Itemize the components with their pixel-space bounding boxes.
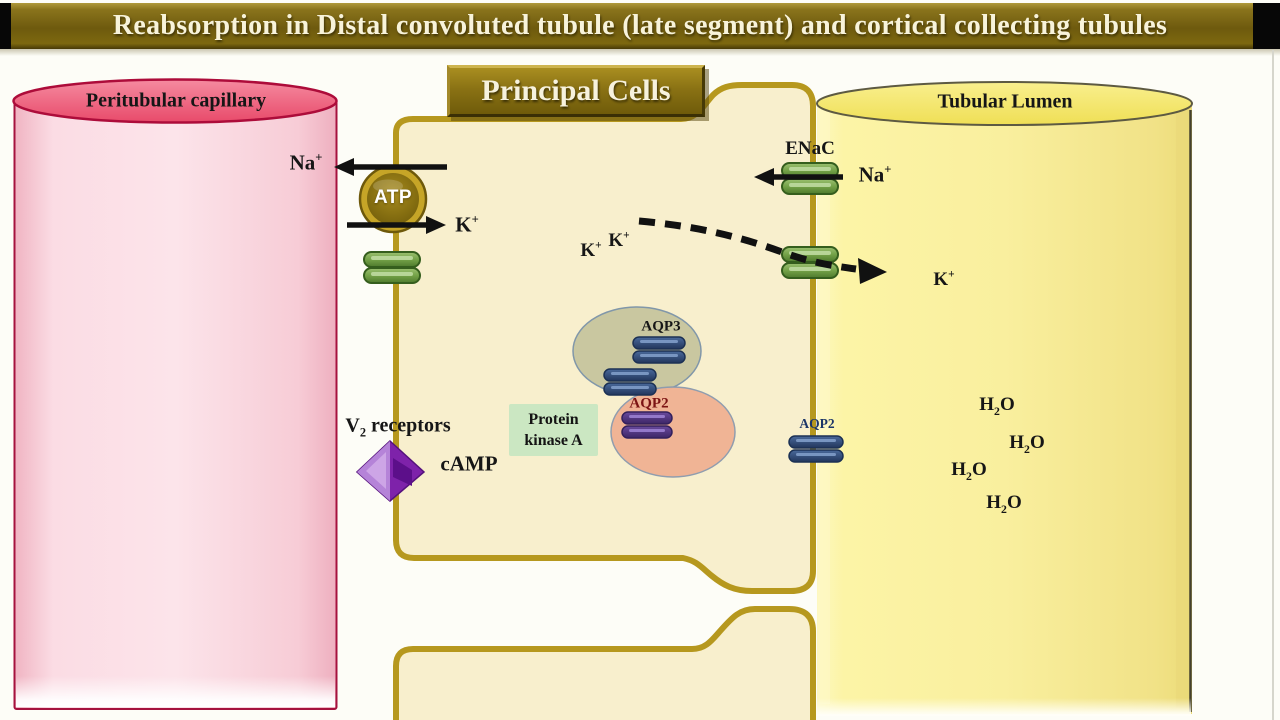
na-basolateral-label: Na+	[290, 151, 323, 176]
camp-label: cAMP	[440, 451, 498, 476]
h2o-sub: 2	[966, 469, 972, 483]
h2o-rest: O	[971, 459, 987, 480]
page-title: Reabsorption in Distal convoluted tubule…	[112, 10, 1168, 41]
k-secretion-dashed-arrow	[638, 217, 887, 284]
h2o-label-4: H2O	[986, 492, 1022, 516]
ion-base: Na	[858, 162, 885, 187]
ion-sup: +	[948, 268, 955, 281]
title-bar-right-cap	[1253, 3, 1280, 49]
lumen-top-ellipse	[816, 81, 1193, 126]
ion-base: K	[455, 212, 472, 237]
h2o-sub: 2	[994, 404, 1000, 418]
lumen-label: Tubular Lumen	[937, 90, 1073, 113]
h2o-sub: 2	[1024, 442, 1030, 456]
v2-receptors-label: V2 receptors	[345, 414, 451, 440]
ion-sup: +	[595, 239, 602, 252]
ion-sup: +	[623, 229, 630, 242]
aqp2-apical-label: AQP2	[799, 416, 835, 431]
h2o-sub: 2	[1001, 502, 1007, 516]
ion-base: K	[608, 230, 624, 251]
v2-base: V	[345, 414, 360, 437]
h2o-rest: O	[1006, 492, 1022, 513]
aqp2-apical-channel	[788, 435, 844, 463]
basolateral-k-channel	[363, 251, 421, 284]
k-intracellular-label-1: K+	[580, 240, 601, 262]
k-basolateral-label: K+	[455, 213, 479, 238]
h2o-rest: O	[1029, 432, 1045, 453]
aqp3-channel-pair	[632, 336, 686, 364]
h2o-base: H	[1009, 432, 1025, 453]
ion-base: Na	[289, 150, 316, 175]
k-lumen-label: K+	[933, 269, 954, 291]
aqp2-vesicle-label: AQP2	[629, 395, 669, 412]
title-bar: Reabsorption in Distal convoluted tubule…	[0, 3, 1280, 49]
principal-cells-box: Principal Cells	[447, 65, 705, 117]
v2-rest: receptors	[366, 414, 451, 437]
na-k-atpase-pump	[358, 164, 428, 234]
pka-line-2: kinase A	[524, 432, 583, 449]
ion-base: K	[933, 269, 949, 290]
h2o-label-2: H2O	[1009, 432, 1045, 456]
lumen-cylinder	[816, 81, 1193, 716]
protein-kinase-a-box: Protein kinase A	[509, 404, 598, 456]
ion-base: K	[580, 240, 596, 261]
k-intracellular-label-2: K+	[608, 230, 629, 252]
h2o-rest: O	[999, 394, 1015, 415]
capillary-cylinder	[12, 78, 338, 710]
aqp3-label: AQP3	[641, 318, 681, 335]
atp-label: ATP	[373, 187, 413, 208]
frame-right-line	[1272, 50, 1274, 720]
ion-sup: +	[315, 150, 323, 165]
title-bar-shadow	[0, 49, 1280, 56]
ion-sup: +	[471, 212, 479, 227]
enac-label: ENaC	[785, 138, 835, 159]
aqp2-vesicle-channel-pair	[621, 411, 673, 439]
h2o-base: H	[986, 492, 1002, 513]
principal-cells-label: Principal Cells	[481, 74, 671, 107]
na-apical-label: Na+	[859, 163, 892, 188]
title-bar-left-cap	[0, 3, 11, 49]
aqp2-vesicle	[610, 386, 736, 478]
h2o-base: H	[979, 394, 995, 415]
aqp3-lower-channel-pair	[603, 368, 657, 396]
k-uptake-arrow	[347, 216, 446, 234]
capillary-top-ellipse	[12, 78, 338, 124]
h2o-label-3: H2O	[951, 459, 987, 483]
capillary-label: Peritubular capillary	[85, 89, 267, 112]
h2o-label-1: H2O	[979, 394, 1015, 418]
na-entry-arrow	[754, 168, 843, 186]
v2-receptor	[355, 439, 426, 502]
h2o-base: H	[951, 459, 967, 480]
na-reabsorption-arrow	[334, 158, 447, 176]
cell-body-lower	[393, 606, 816, 720]
pka-line-1: Protein	[528, 411, 579, 428]
v2-sub: 2	[359, 425, 367, 440]
ion-sup: +	[884, 162, 892, 177]
